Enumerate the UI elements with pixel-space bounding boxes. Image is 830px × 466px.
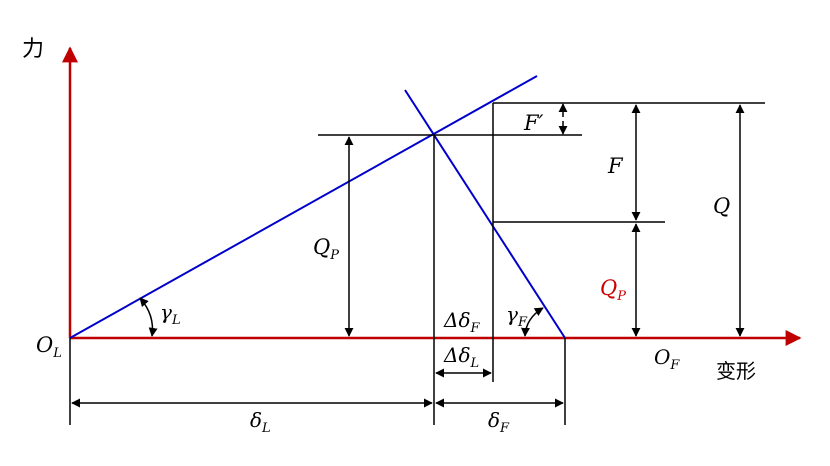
delta-delta-L-label: ΔδL: [443, 343, 479, 371]
Q-P-left-label: QP: [313, 235, 339, 263]
delta-F-label: δF: [488, 408, 510, 436]
Q-label: Q: [713, 194, 730, 218]
gamma-L-label: γL: [160, 300, 181, 328]
delta-L-label: δL: [250, 408, 271, 436]
Q-P-right-label: QP: [600, 276, 626, 304]
gamma-F-label: γF: [506, 302, 528, 330]
gamma-F-angle-arc: [520, 307, 544, 337]
gamma-L-angle-arc: [139, 297, 158, 337]
delta-delta-F-label: ΔδF: [443, 308, 480, 336]
deformation-axis-label: 变形: [716, 359, 756, 383]
origin-F-label: OF: [654, 345, 680, 373]
member-stiffness-line: [404, 89, 566, 339]
origin-L-label: OL: [36, 333, 62, 361]
force-axis-label: 力: [22, 37, 44, 62]
bolt-stiffness-line: [69, 75, 538, 339]
F-label: F: [607, 154, 624, 178]
F-prime-label: F′: [523, 111, 544, 135]
